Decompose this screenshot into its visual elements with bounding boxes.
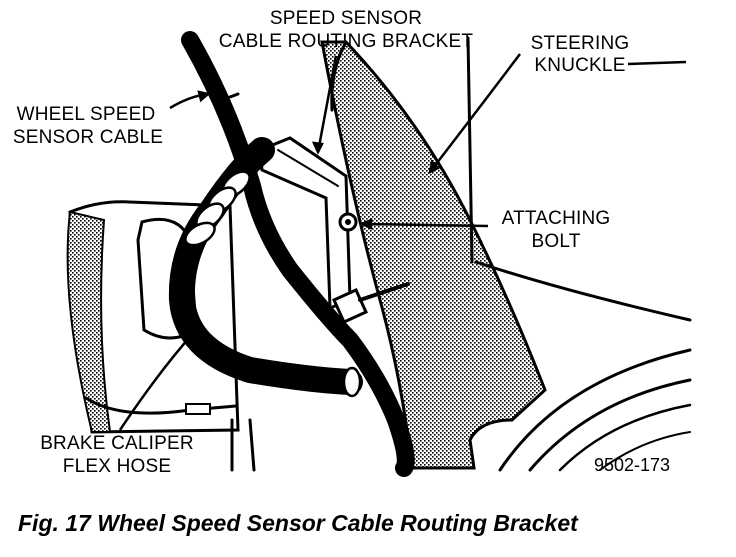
line-art xyxy=(66,31,692,477)
label-steering-line1: STEERING xyxy=(531,33,630,54)
label-brake-line2: FLEX HOSE xyxy=(63,456,171,477)
label-attaching-line1: ATTACHING xyxy=(502,208,611,229)
label-brake-line1: BRAKE CALIPER xyxy=(40,433,194,454)
label-wheel-speed-line1: WHEEL SPEED xyxy=(17,104,156,125)
label-attaching-line2: BOLT xyxy=(531,231,580,252)
wheel-speed-sensor-cable-drawing xyxy=(181,31,415,477)
wheel-rotor-drawing xyxy=(390,348,692,472)
label-speed-sensor-line2: CABLE ROUTING BRACKET xyxy=(219,31,474,52)
label-speed-sensor-line1: SPEED SENSOR xyxy=(270,8,422,29)
callout-leaders xyxy=(118,53,687,431)
brake-caliper-housing-drawing xyxy=(66,200,256,472)
label-wheel-speed-line2: SENSOR CABLE xyxy=(13,127,163,148)
figure-code: 9502-173 xyxy=(594,455,670,475)
brake-flex-hose-drawing xyxy=(168,137,363,398)
figure-caption: Fig. 17 Wheel Speed Sensor Cable Routing… xyxy=(18,510,579,536)
steering-knuckle-drawing xyxy=(320,36,692,470)
label-steering-line2: KNUCKLE xyxy=(534,55,625,76)
